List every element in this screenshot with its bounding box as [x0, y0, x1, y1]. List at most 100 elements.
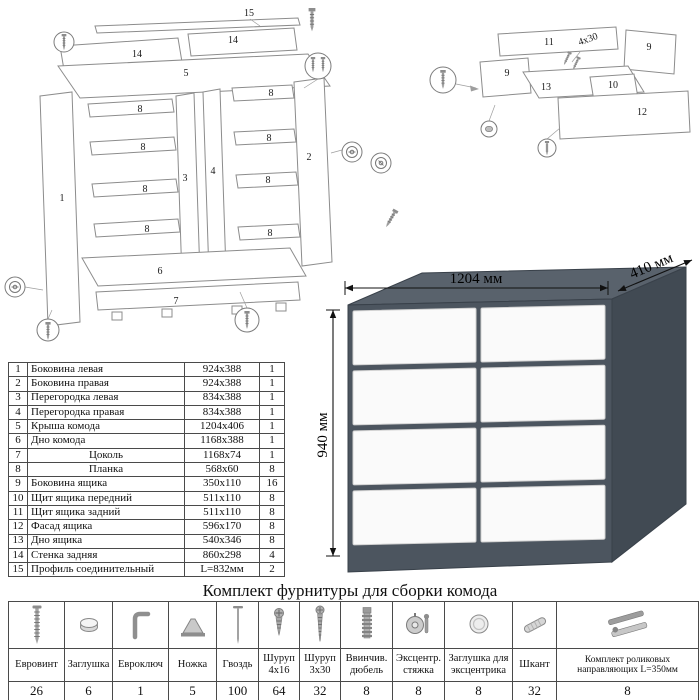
- part-size: 511x110: [184, 490, 260, 506]
- part-9-drawer-side: [623, 29, 677, 75]
- height-dimension-label: 940 мм: [315, 412, 331, 458]
- drawer-front: [352, 367, 477, 426]
- hw-label: Ввинчив. дюбель: [340, 648, 393, 682]
- part-qty: 8: [259, 462, 285, 478]
- hw-qty: 32: [299, 681, 341, 700]
- part-label: 11: [544, 37, 554, 48]
- part-num: 15: [8, 562, 28, 578]
- cam-lock-icon: [405, 613, 429, 634]
- part-num: 3: [8, 390, 28, 406]
- hw-label: Евровинт: [8, 648, 65, 682]
- hardware-icons-row: [8, 601, 699, 649]
- part-9-drawer-side: [479, 57, 532, 98]
- part-name: Щит ящика задний: [27, 504, 185, 521]
- part-label: 13: [541, 82, 551, 93]
- hw-label: Эксцентр. стяжка: [392, 648, 445, 682]
- part-6-bottom-panel: [81, 247, 307, 287]
- part-name: Планка: [27, 462, 185, 478]
- hw-qty: 8: [444, 681, 513, 700]
- part-label: 6: [158, 266, 163, 277]
- part-name: Перегородка левая: [27, 390, 185, 406]
- feet-group: [111, 302, 287, 321]
- hw-qty: 100: [216, 681, 259, 700]
- part-qty: 1: [259, 390, 285, 406]
- drawer-front: [352, 307, 477, 366]
- hw-icon-cell: [8, 601, 65, 649]
- screw-callout-icon: [36, 318, 60, 342]
- dresser-side-face: [611, 266, 687, 564]
- part-size: 1168x388: [184, 433, 260, 449]
- part-label: 5: [184, 68, 189, 79]
- part-qty: 1: [259, 361, 285, 378]
- part-size: 350x110: [184, 476, 260, 492]
- hw-label: Шуруп 3x30: [299, 648, 341, 682]
- part-name: Крыша комода: [27, 419, 185, 435]
- part-size: 924x388: [184, 376, 260, 392]
- part-name: Боковина левая: [27, 361, 185, 378]
- hw-icon-cell: [112, 601, 169, 649]
- screw-callout-icon: [537, 138, 557, 158]
- screw-in-dowel-icon: [361, 607, 372, 639]
- part-12-drawer-facade: [557, 90, 691, 140]
- screw-callout-icon: [53, 31, 75, 53]
- euro-screw-icon: [32, 605, 41, 644]
- part-qty: 8: [259, 533, 285, 549]
- hw-label: Гвоздь: [216, 648, 259, 682]
- part-num: 11: [8, 504, 28, 521]
- part-size: L=832мм: [184, 562, 260, 578]
- plug-icon: [79, 618, 98, 632]
- cam-lock-callout-icon: [341, 141, 363, 163]
- hw-icon-cell: [556, 601, 699, 649]
- part-name: Дно комода: [27, 433, 185, 449]
- part-label: 8: [266, 175, 271, 186]
- part-11-drawer-back: [497, 26, 619, 57]
- part-qty: 1: [259, 404, 285, 421]
- hw-qty: 6: [64, 681, 113, 700]
- screw-icon: [307, 7, 317, 33]
- hex-key-icon: [132, 611, 150, 640]
- part-qty: 8: [259, 504, 285, 521]
- screw-icon: [383, 208, 400, 230]
- hw-icon-cell: [299, 601, 341, 649]
- part-label: 2: [307, 152, 312, 163]
- hw-label: Евроключ: [112, 648, 169, 682]
- part-label: 9: [505, 68, 510, 79]
- hw-icon-cell: [392, 601, 445, 649]
- part-label: 14: [228, 35, 238, 46]
- cam-lock-callout-icon: [4, 276, 26, 298]
- part-size: 1168x74: [184, 447, 260, 464]
- part-size: 834x388: [184, 404, 260, 421]
- part-num: 1: [8, 361, 28, 378]
- part-name: Боковина правая: [27, 376, 185, 392]
- part-num: 14: [8, 547, 28, 564]
- screw-4x16-icon: [274, 608, 284, 637]
- part-label: 8: [145, 224, 150, 235]
- leg-icon: [180, 618, 205, 637]
- dowel-callout-icon: [480, 120, 498, 138]
- carcass-exploded-diagram: 15 14 14 5 8 8 8 8 8 8 8 8 1 3 4 2 6 7: [4, 7, 400, 342]
- width-dimension-label: 1204 мм: [450, 271, 503, 287]
- part-size: 924x388: [184, 361, 260, 378]
- hw-label: Шуруп 4x16: [258, 648, 300, 682]
- part-num: 2: [8, 376, 28, 392]
- part-1-side-left: [39, 91, 81, 327]
- screw-icon: [561, 50, 573, 67]
- hw-qty: 8: [556, 681, 699, 700]
- part-qty: 16: [259, 476, 285, 492]
- part-name: Дно ящика: [27, 533, 185, 549]
- hw-icon-cell: [216, 601, 259, 649]
- part-num: 10: [8, 490, 28, 506]
- part-size: 511x110: [184, 504, 260, 521]
- hw-icon-cell: [512, 601, 557, 649]
- hardware-kit-title: Комплект фурнитуры для сборки комода: [202, 581, 498, 600]
- part-qty: 8: [259, 519, 285, 535]
- part-num: 9: [8, 476, 28, 492]
- part-3-partition-left: [175, 92, 201, 280]
- wood-dowel-icon: [523, 617, 546, 633]
